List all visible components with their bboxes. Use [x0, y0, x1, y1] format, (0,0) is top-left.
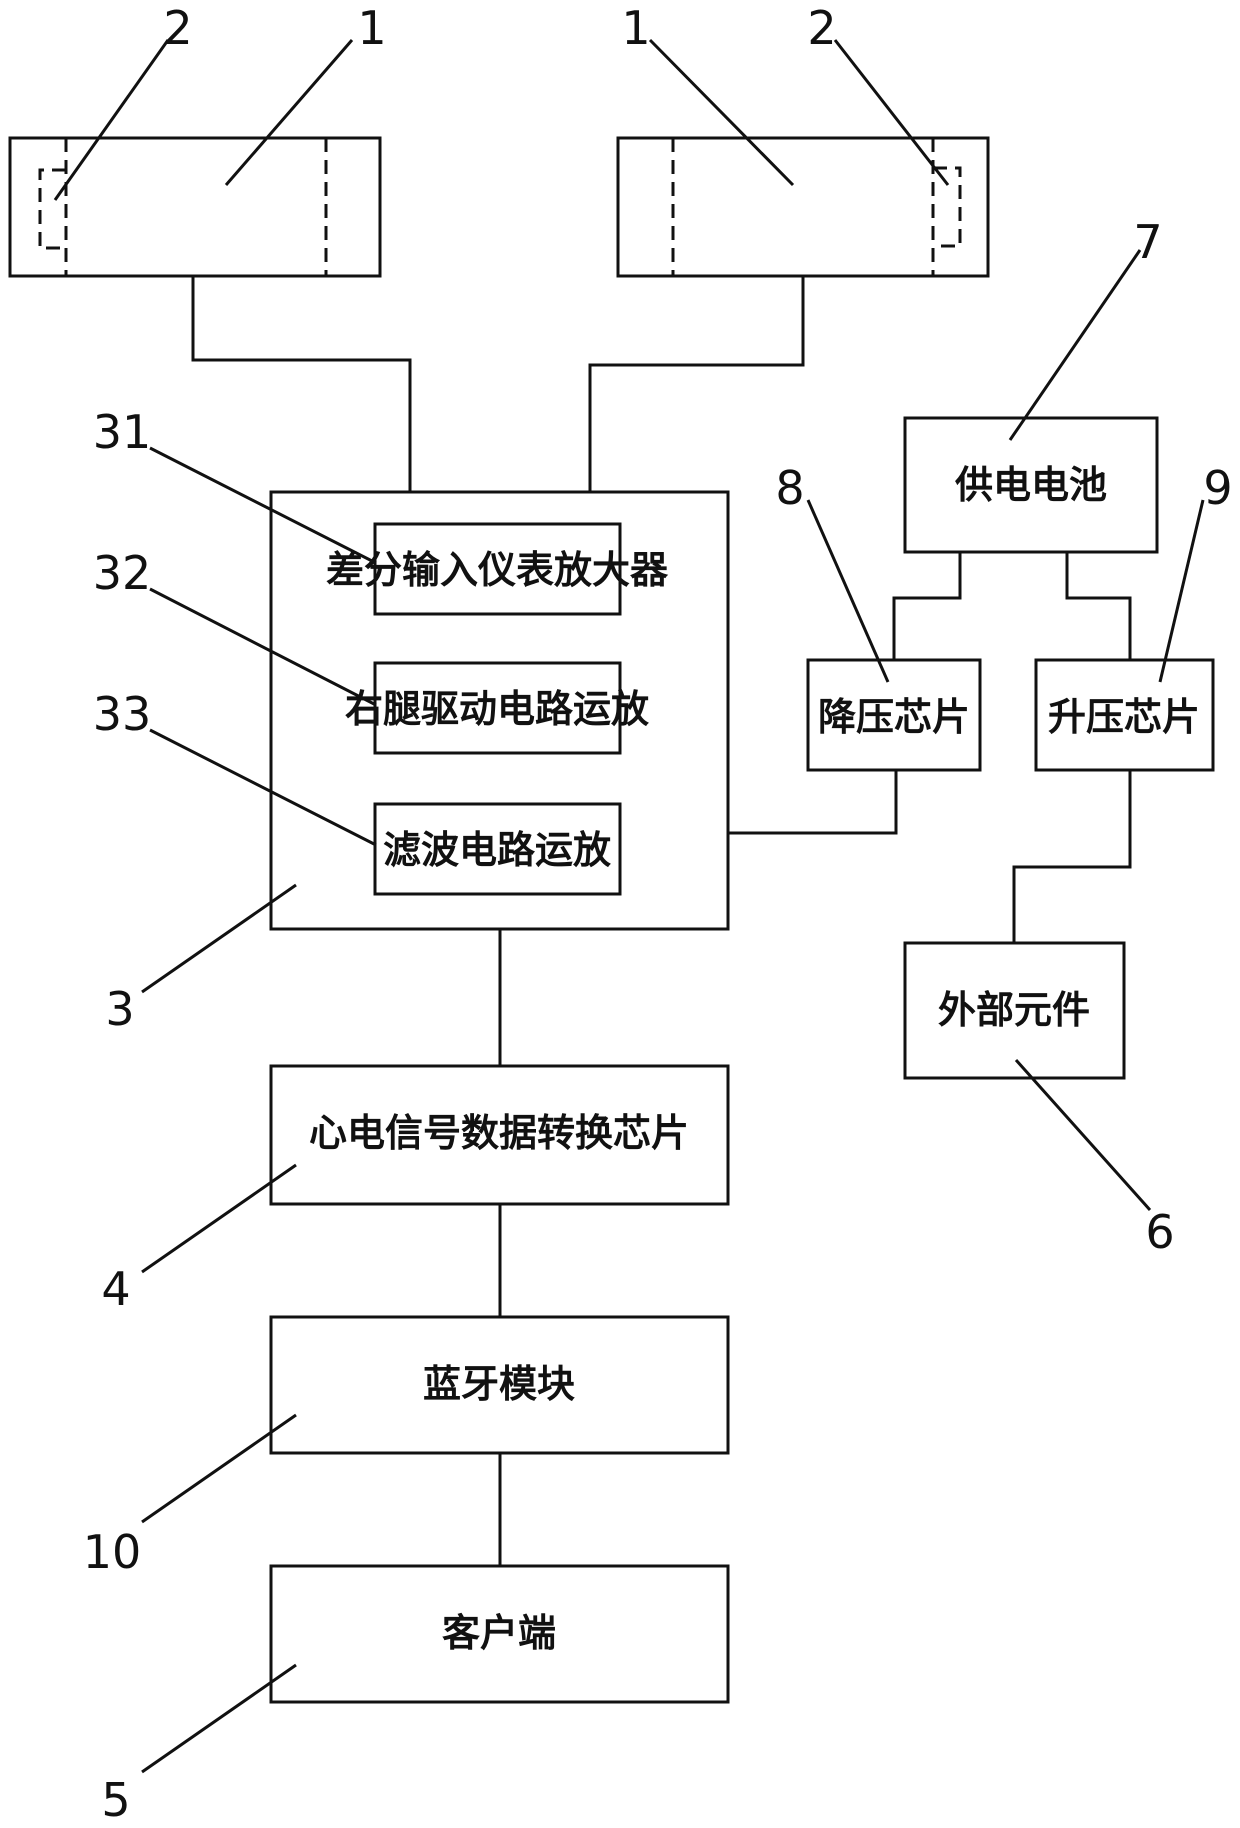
wire-battery-buck [894, 552, 960, 660]
leader-4 [142, 1165, 296, 1272]
ref-4: 4 [101, 1262, 130, 1316]
leader-7 [1010, 250, 1140, 440]
ref-33: 33 [93, 687, 152, 741]
ref-32: 32 [93, 546, 152, 600]
electrode-left [10, 138, 380, 276]
boost-label: 升压芯片 [1048, 695, 1200, 739]
ref-3: 3 [105, 982, 134, 1036]
ref-9: 9 [1203, 461, 1232, 515]
amp-rld-label: 右腿驱动电路运放 [345, 687, 649, 731]
leader-10 [142, 1415, 296, 1522]
leader-9 [1160, 500, 1203, 682]
ref-2-right: 2 [807, 1, 836, 55]
ecg-adc-label: 心电信号数据转换芯片 [309, 1111, 689, 1155]
client-label: 客户端 [442, 1611, 556, 1655]
ref-7: 7 [1133, 215, 1162, 269]
wire-right-electrode [590, 276, 803, 492]
ref-2-left: 2 [163, 1, 192, 55]
leader-8 [808, 500, 888, 682]
ref-6: 6 [1145, 1205, 1174, 1259]
leader-3 [142, 885, 296, 992]
amp-diff-label: 差分输入仪表放大器 [326, 548, 669, 592]
ref-5: 5 [101, 1773, 130, 1827]
electrode-right [618, 138, 988, 276]
bluetooth-label: 蓝牙模块 [423, 1362, 575, 1406]
battery-label: 供电电池 [955, 463, 1107, 507]
wire-buck-main [728, 770, 896, 833]
ref-31: 31 [93, 405, 152, 459]
ref-10: 10 [83, 1525, 142, 1579]
wire-battery-boost [1067, 552, 1130, 660]
leader-6 [1016, 1060, 1150, 1210]
external-label: 外部元件 [938, 988, 1090, 1032]
buck-label: 降压芯片 [818, 695, 970, 739]
leader-5 [142, 1665, 296, 1772]
wire-boost-external [1014, 770, 1130, 943]
ref-8: 8 [775, 461, 804, 515]
ref-1-right: 1 [621, 1, 650, 55]
ref-1-left: 1 [357, 1, 386, 55]
wire-left-electrode [193, 276, 410, 492]
amp-filter-label: 滤波电路运放 [383, 828, 611, 872]
